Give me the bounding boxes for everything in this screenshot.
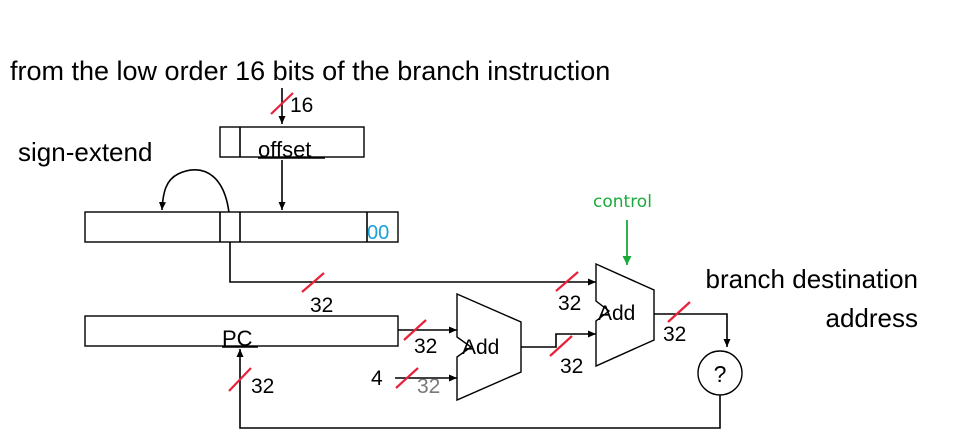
caption: from the low order 16 bits of the branch… bbox=[10, 56, 610, 86]
width-label-adder-lower-in: 32 bbox=[560, 355, 583, 378]
mux-label: ? bbox=[714, 361, 727, 387]
extended-offset-register bbox=[84, 211, 399, 243]
width-label-adder-upper-in: 32 bbox=[558, 292, 581, 315]
width-slash-adder-lower-in bbox=[549, 335, 573, 357]
width-label-feedback: 32 bbox=[251, 375, 274, 398]
width-label-branch-out: 32 bbox=[663, 323, 686, 346]
width-label-16: 16 bbox=[290, 94, 313, 117]
constant-four: 4 bbox=[371, 367, 383, 390]
adder-label-branch: Add bbox=[598, 302, 635, 325]
pc-feedback-wire bbox=[236, 349, 721, 429]
width-slash-offset bbox=[301, 272, 325, 293]
width-label-four: 32 bbox=[417, 375, 440, 398]
adder-to-adder-wire bbox=[521, 330, 596, 348]
width-slash-adder-upper-in bbox=[555, 271, 579, 292]
pc-plus-four-adder bbox=[456, 292, 522, 402]
pc-register bbox=[84, 315, 399, 347]
width-slash-pc bbox=[403, 319, 427, 341]
sign-extend-arrow bbox=[158, 168, 231, 239]
width-slash-branch-out bbox=[667, 301, 691, 323]
width-slash-four bbox=[395, 367, 419, 389]
destination-line-1: branch destination bbox=[706, 264, 918, 294]
instruction-field-box bbox=[219, 126, 365, 158]
control-label: control bbox=[593, 192, 652, 212]
width-label-offset: 32 bbox=[310, 294, 333, 317]
width-slash-feedback bbox=[228, 367, 252, 392]
width-slash-16 bbox=[270, 92, 294, 115]
sign-extend-label: sign-extend bbox=[18, 137, 152, 167]
destination-line-2: address bbox=[826, 303, 919, 333]
zeros-label: 00 bbox=[367, 222, 389, 244]
adder-label-pc4: Add bbox=[462, 336, 499, 359]
branch-target-adder bbox=[595, 262, 655, 368]
offset-to-adder-wire bbox=[229, 242, 596, 286]
width-label-pc: 32 bbox=[414, 335, 437, 358]
